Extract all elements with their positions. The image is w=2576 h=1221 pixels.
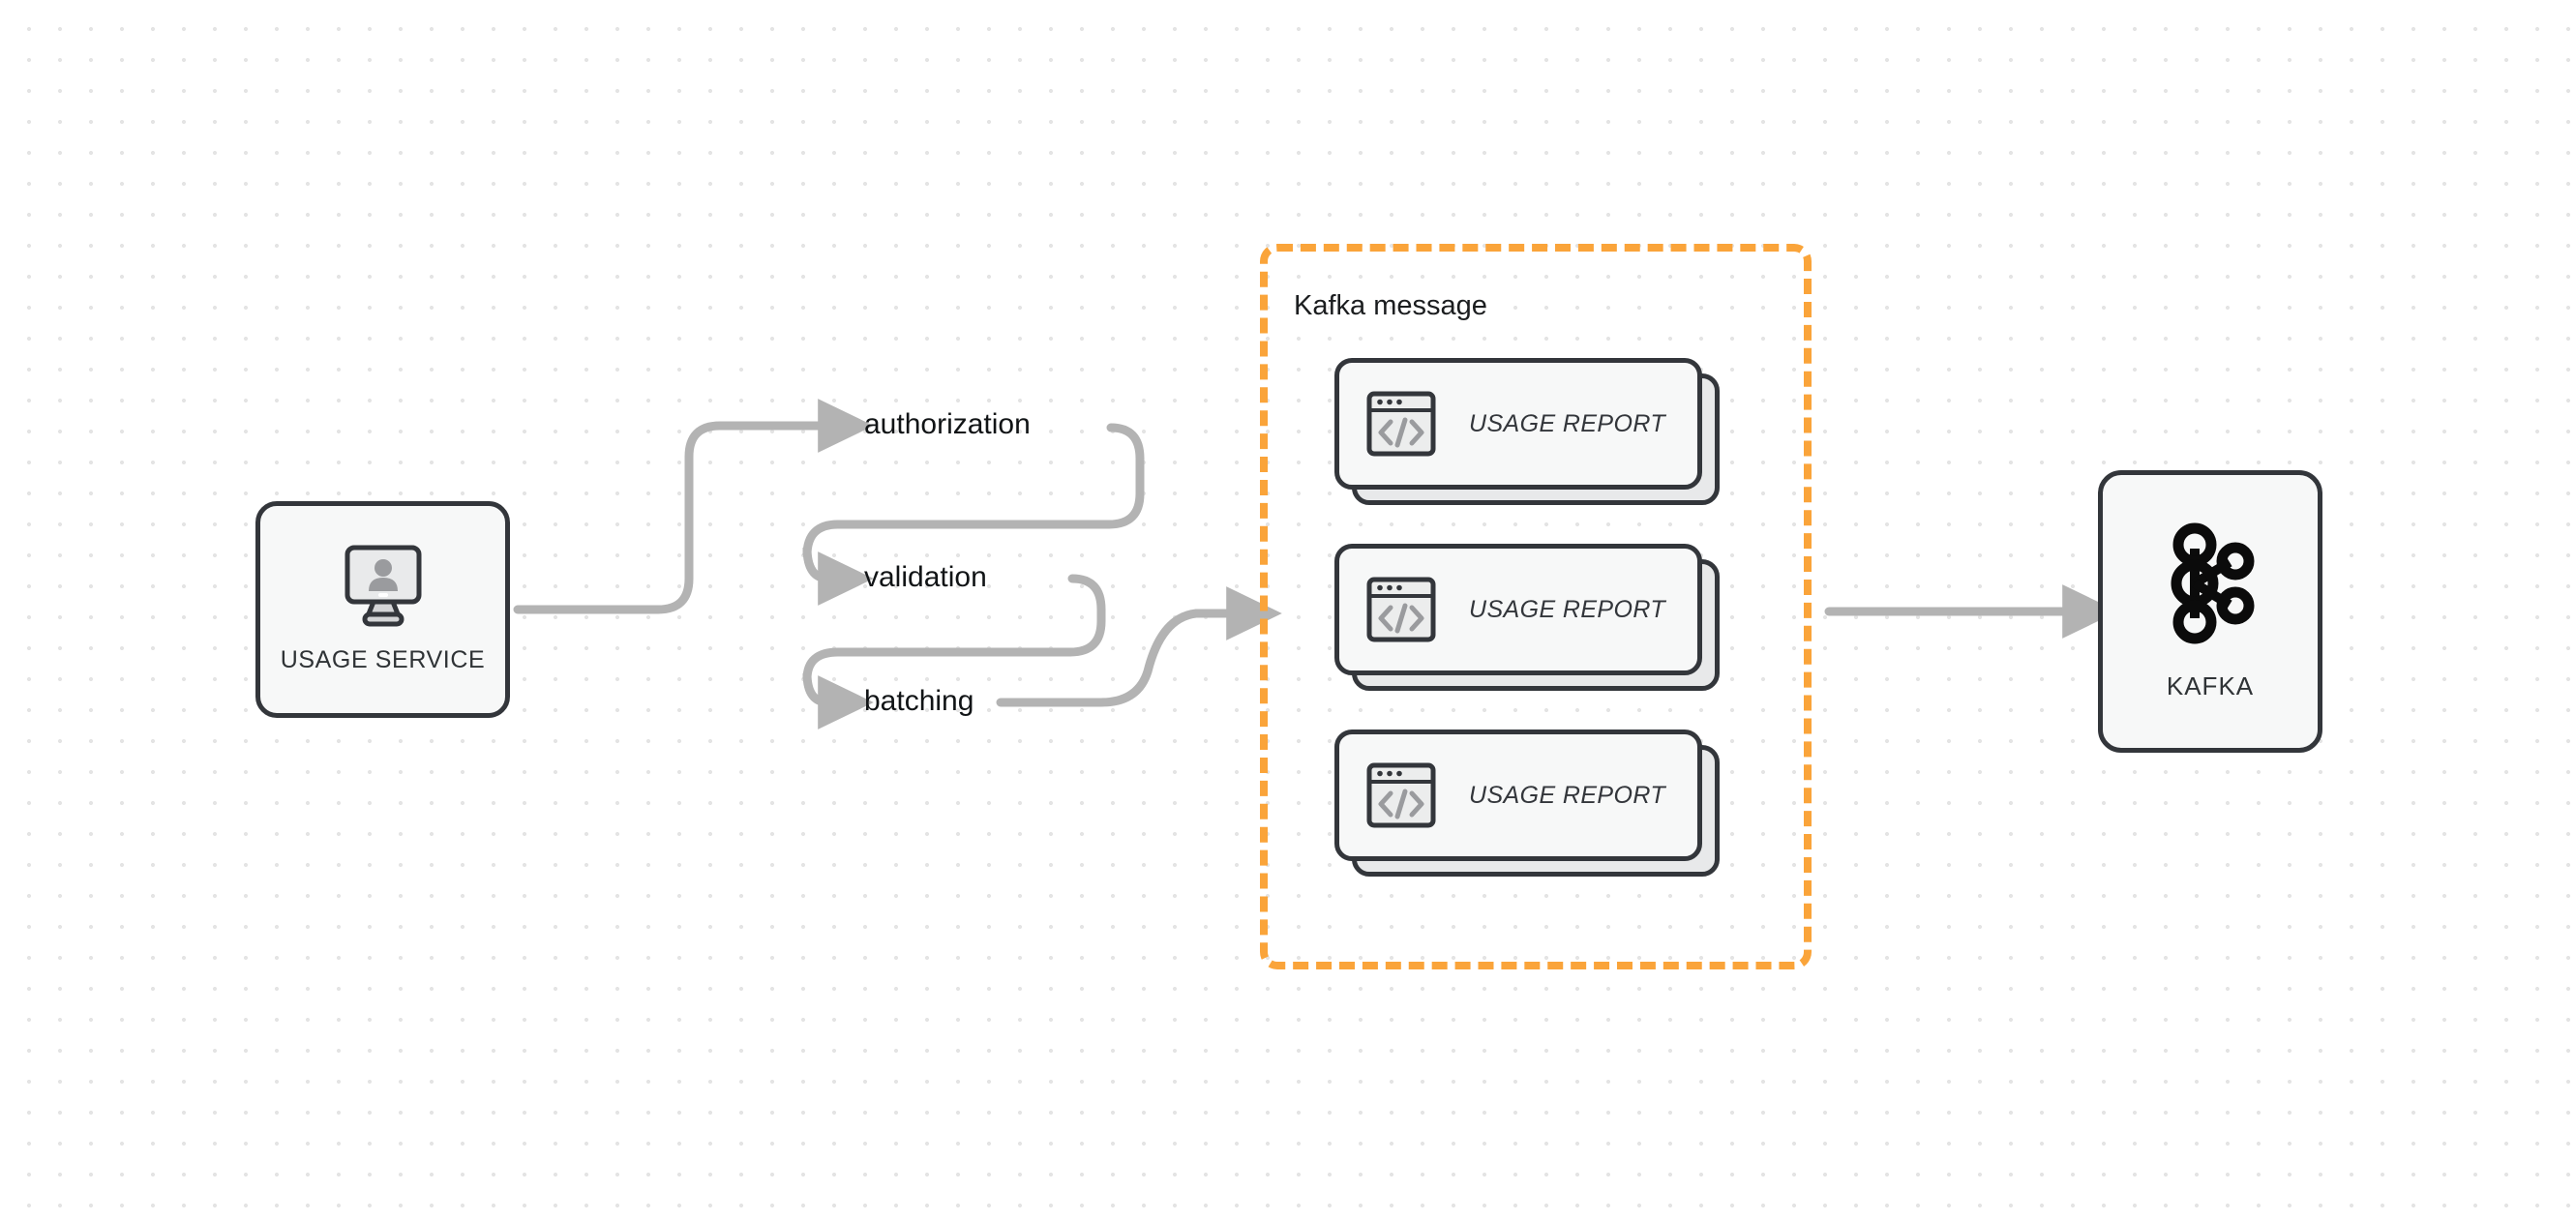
node-kafka-label: KAFKA (2166, 671, 2255, 700)
card-front[interactable]: USAGE REPORT (1334, 358, 1702, 490)
code-window-icon (1366, 760, 1436, 830)
flow-label-batching: batching (864, 685, 974, 717)
edge-validation-to-batching (802, 574, 1106, 730)
flow-label-authorization: authorization (864, 408, 1031, 440)
card-usage-report[interactable]: USAGE REPORT (1334, 544, 1720, 691)
monitor-user-icon (337, 545, 430, 635)
edge-batching-to-kafka-message (996, 586, 1282, 707)
card-usage-report-label: USAGE REPORT (1469, 595, 1665, 623)
code-window-icon (1366, 389, 1436, 459)
card-usage-report[interactable]: USAGE REPORT (1334, 358, 1720, 505)
group-kafka-message (1260, 244, 1812, 969)
flow-label-validation: validation (864, 561, 987, 593)
edge-usage-service-to-authorization (513, 399, 874, 614)
node-usage-service-label: USAGE SERVICE (280, 646, 486, 673)
card-front[interactable]: USAGE REPORT (1334, 730, 1702, 861)
code-window-icon (1366, 575, 1436, 644)
group-kafka-message-title: Kafka message (1294, 290, 1487, 321)
node-kafka[interactable]: KAFKA (2098, 470, 2322, 753)
card-usage-report-label: USAGE REPORT (1469, 781, 1665, 809)
kafka-logo-icon (2152, 521, 2268, 650)
card-usage-report[interactable]: USAGE REPORT (1334, 730, 1720, 877)
card-front[interactable]: USAGE REPORT (1334, 544, 1702, 675)
card-usage-report-label: USAGE REPORT (1469, 409, 1665, 437)
edge-authorization-to-validation (802, 423, 1145, 606)
node-usage-service[interactable]: USAGE SERVICE (255, 501, 510, 718)
